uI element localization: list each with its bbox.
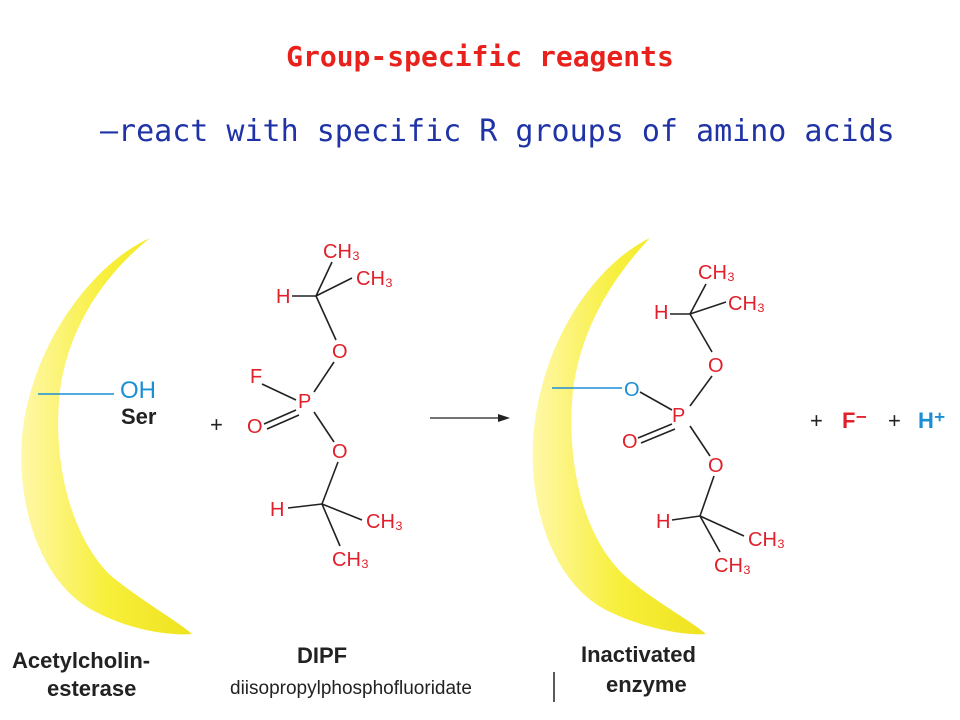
prod-o-bottom: O [708,455,724,477]
prod-h-bottom: H [656,511,670,533]
prod-o-top: O [708,355,724,377]
dipf-ch3-bot1: CH₃ [366,511,403,533]
prod-ch3-top2: CH₃ [728,293,765,315]
caption-dipf: DIPF [297,643,347,668]
prod-p: P [672,405,685,427]
plus-sign: + [210,412,223,437]
dipf-ch3-top2: CH₃ [356,268,393,290]
product-bonds [637,283,745,553]
prod-h-top: H [654,302,668,324]
dipf-h-bottom: H [270,499,284,521]
enzyme-shape-left [21,238,192,635]
dipf-ch3-top1: CH₃ [323,241,360,263]
caption-dipf-fullname: diisopropylphosphofluoridate [230,678,472,699]
oh-label: OH [120,377,156,404]
page-subtitle: –react with specific R groups of amino a… [100,114,895,149]
prod-o-ser: O [624,379,640,401]
reaction-arrow [430,414,510,422]
fluoride-ion: F⁻ [842,408,867,433]
page-title: Group-specific reagents [286,40,674,73]
caption-inactivated-2: enzyme [606,672,687,697]
caption-acetylcholinesterase-2: esterase [47,676,136,701]
plus-sign-byproduct-1: + [810,408,823,433]
dipf-o-bottom: O [332,441,348,463]
caption-inactivated-1: Inactivated [581,642,696,667]
prod-o-double: O [622,431,638,453]
dipf-h-top: H [276,286,290,308]
dipf-structure: CH₃ CH₃ H O F P O O H CH₃ CH₃ [247,241,403,571]
plus-sign-byproduct-2: + [888,408,901,433]
prod-ch3-top1: CH₃ [698,262,735,284]
prod-ch3-bot2: CH₃ [714,555,751,577]
dipf-o-top: O [332,341,348,363]
enzyme-shape-right [532,238,706,635]
dipf-bonds [261,261,363,547]
prod-ch3-bot1: CH₃ [748,529,785,551]
dipf-ch3-bot2: CH₃ [332,549,369,571]
dipf-p: P [298,391,311,413]
proton: H⁺ [918,408,946,433]
ser-label: Ser [121,404,157,429]
dipf-o-double: O [247,416,263,438]
dipf-f: F [250,366,262,388]
caption-acetylcholinesterase-1: Acetylcholin- [12,648,150,673]
product-structure: CH₃ CH₃ H O O P O O H CH₃ CH₃ [622,262,785,577]
